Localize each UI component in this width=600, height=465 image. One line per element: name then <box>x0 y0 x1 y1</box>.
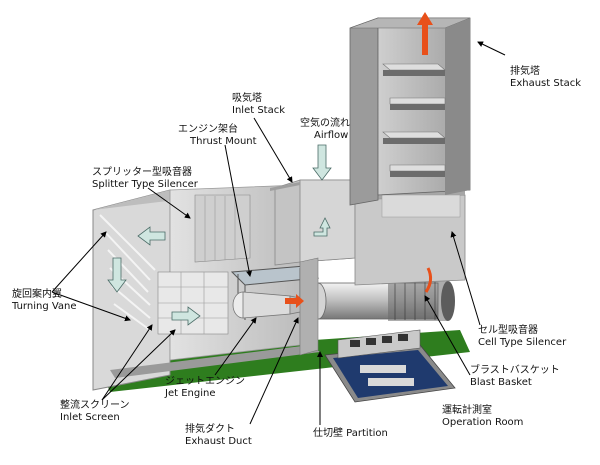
leader-inlet-stack <box>253 117 293 183</box>
blast-basket <box>388 281 455 321</box>
exhaust-up-arrow <box>417 12 433 55</box>
airflow-left-arrow <box>137 226 166 246</box>
leader-exhaust-stack <box>477 41 506 56</box>
leader-inlet-screen-1 <box>101 324 153 401</box>
inlet-stack <box>270 179 356 266</box>
exhaust-curve-arrow <box>424 267 433 293</box>
leader-inlet-screen-2 <box>101 329 176 401</box>
airflow-arrows <box>107 144 332 326</box>
airflow-down-arrow-2 <box>107 257 127 293</box>
exhaust-right-arrow <box>285 294 304 308</box>
leader-turning-vane-2 <box>51 291 131 322</box>
leader-thrust-mount <box>224 144 253 277</box>
airflow-turn-arrow <box>313 217 331 237</box>
leader-blast-basket <box>424 295 471 376</box>
partition-wall <box>299 257 319 356</box>
exhaust-stack <box>349 17 471 206</box>
splitter-silencer <box>194 194 251 263</box>
airflow-right-arrow <box>171 306 201 326</box>
inlet-screen <box>157 271 229 335</box>
leader-cell-silencer <box>450 231 481 326</box>
label-partition: 仕切壁 Partition <box>313 428 388 439</box>
operation-room <box>324 329 456 403</box>
leader-jet-engine <box>214 317 257 376</box>
leader-splitter <box>147 187 191 219</box>
building-floor-slab <box>110 345 320 378</box>
leader-turning-vane-1 <box>51 231 107 293</box>
exhaust-arrows <box>285 12 433 308</box>
airflow-down-arrow <box>312 144 332 181</box>
leader-exhaust-duct <box>249 317 299 425</box>
